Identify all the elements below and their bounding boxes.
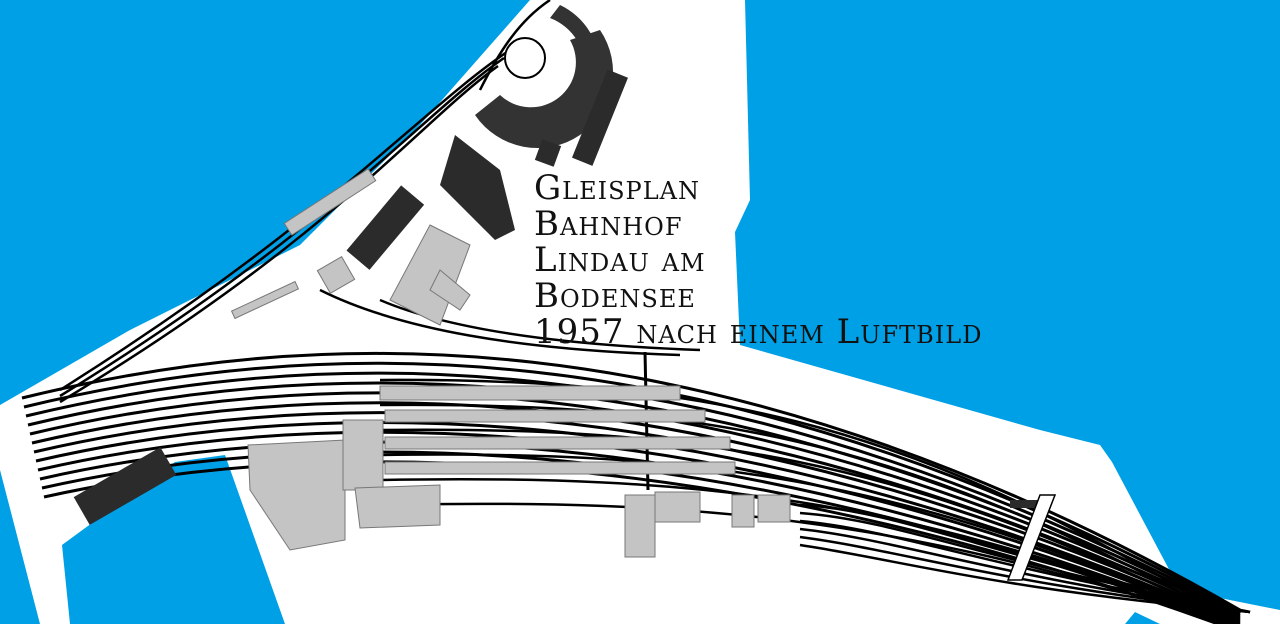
track <box>478 0 551 91</box>
track <box>35 420 1241 624</box>
track <box>319 288 681 357</box>
track <box>29 391 1241 620</box>
track <box>799 519 1251 614</box>
track <box>379 298 701 352</box>
track <box>379 477 1201 614</box>
map-title: Gleisplan Bahnhof Lindau am Bodensee 195… <box>534 170 982 350</box>
track <box>25 371 1241 616</box>
track <box>23 361 1241 614</box>
track <box>799 535 1251 614</box>
title-line-2: Bahnhof <box>534 204 683 244</box>
track <box>799 543 1251 614</box>
title-line-3: Lindau am <box>534 240 706 280</box>
roundhouse <box>475 5 614 149</box>
turntable <box>504 37 546 79</box>
track <box>21 351 1241 612</box>
track <box>379 403 1201 605</box>
title-line-1: Gleisplan <box>534 168 700 208</box>
track <box>379 428 1201 608</box>
track <box>799 527 1251 614</box>
bridge <box>1006 494 1057 581</box>
title-line-4: Bodensee <box>534 276 696 316</box>
title-line-5: 1957 nach einem Luftbild <box>534 312 983 352</box>
track <box>799 503 1251 614</box>
track <box>379 453 1201 611</box>
buildings <box>73 69 1038 525</box>
track <box>799 511 1251 614</box>
water-strip <box>1222 240 1226 365</box>
track <box>379 378 1201 602</box>
photo-buildings <box>230 168 791 558</box>
